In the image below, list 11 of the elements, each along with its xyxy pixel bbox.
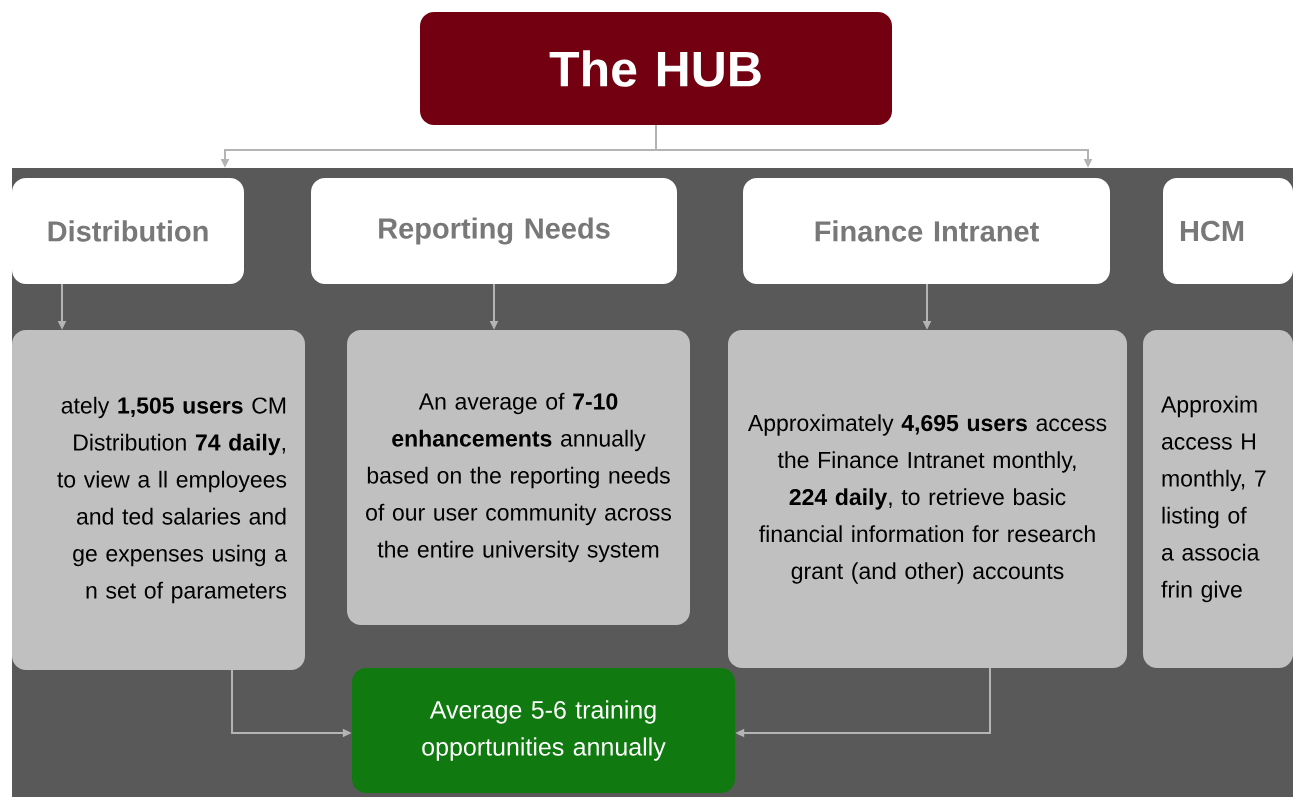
header-box: Distribution xyxy=(12,178,244,284)
info-box: Approximately 4,695 users access the Finance Intranet monthly, 224 daily, to retrieve basic financial information for research grant (and other) accounts xyxy=(728,330,1127,668)
info-box: Approxim access H monthly, 7 listing of a associa frin give xyxy=(1143,330,1293,668)
header-box: Finance Intranet xyxy=(743,178,1110,284)
node-label: Distribution xyxy=(48,220,208,242)
header-box: Reporting Needs xyxy=(311,178,677,284)
header-box: HCM xyxy=(1163,178,1293,284)
process-box: The HUB xyxy=(420,12,892,125)
result-box: Average 5-6 training opportunities annually xyxy=(352,668,735,793)
info-box: ately 1,505 users CM Distribution 74 daily, to view a ll employees and ted salaries and ge expenses using a n set of parameters xyxy=(12,330,305,670)
info-box: An average of 7-10 enhancements annually based on the reporting needs of our user community across the entire university system xyxy=(347,330,690,625)
